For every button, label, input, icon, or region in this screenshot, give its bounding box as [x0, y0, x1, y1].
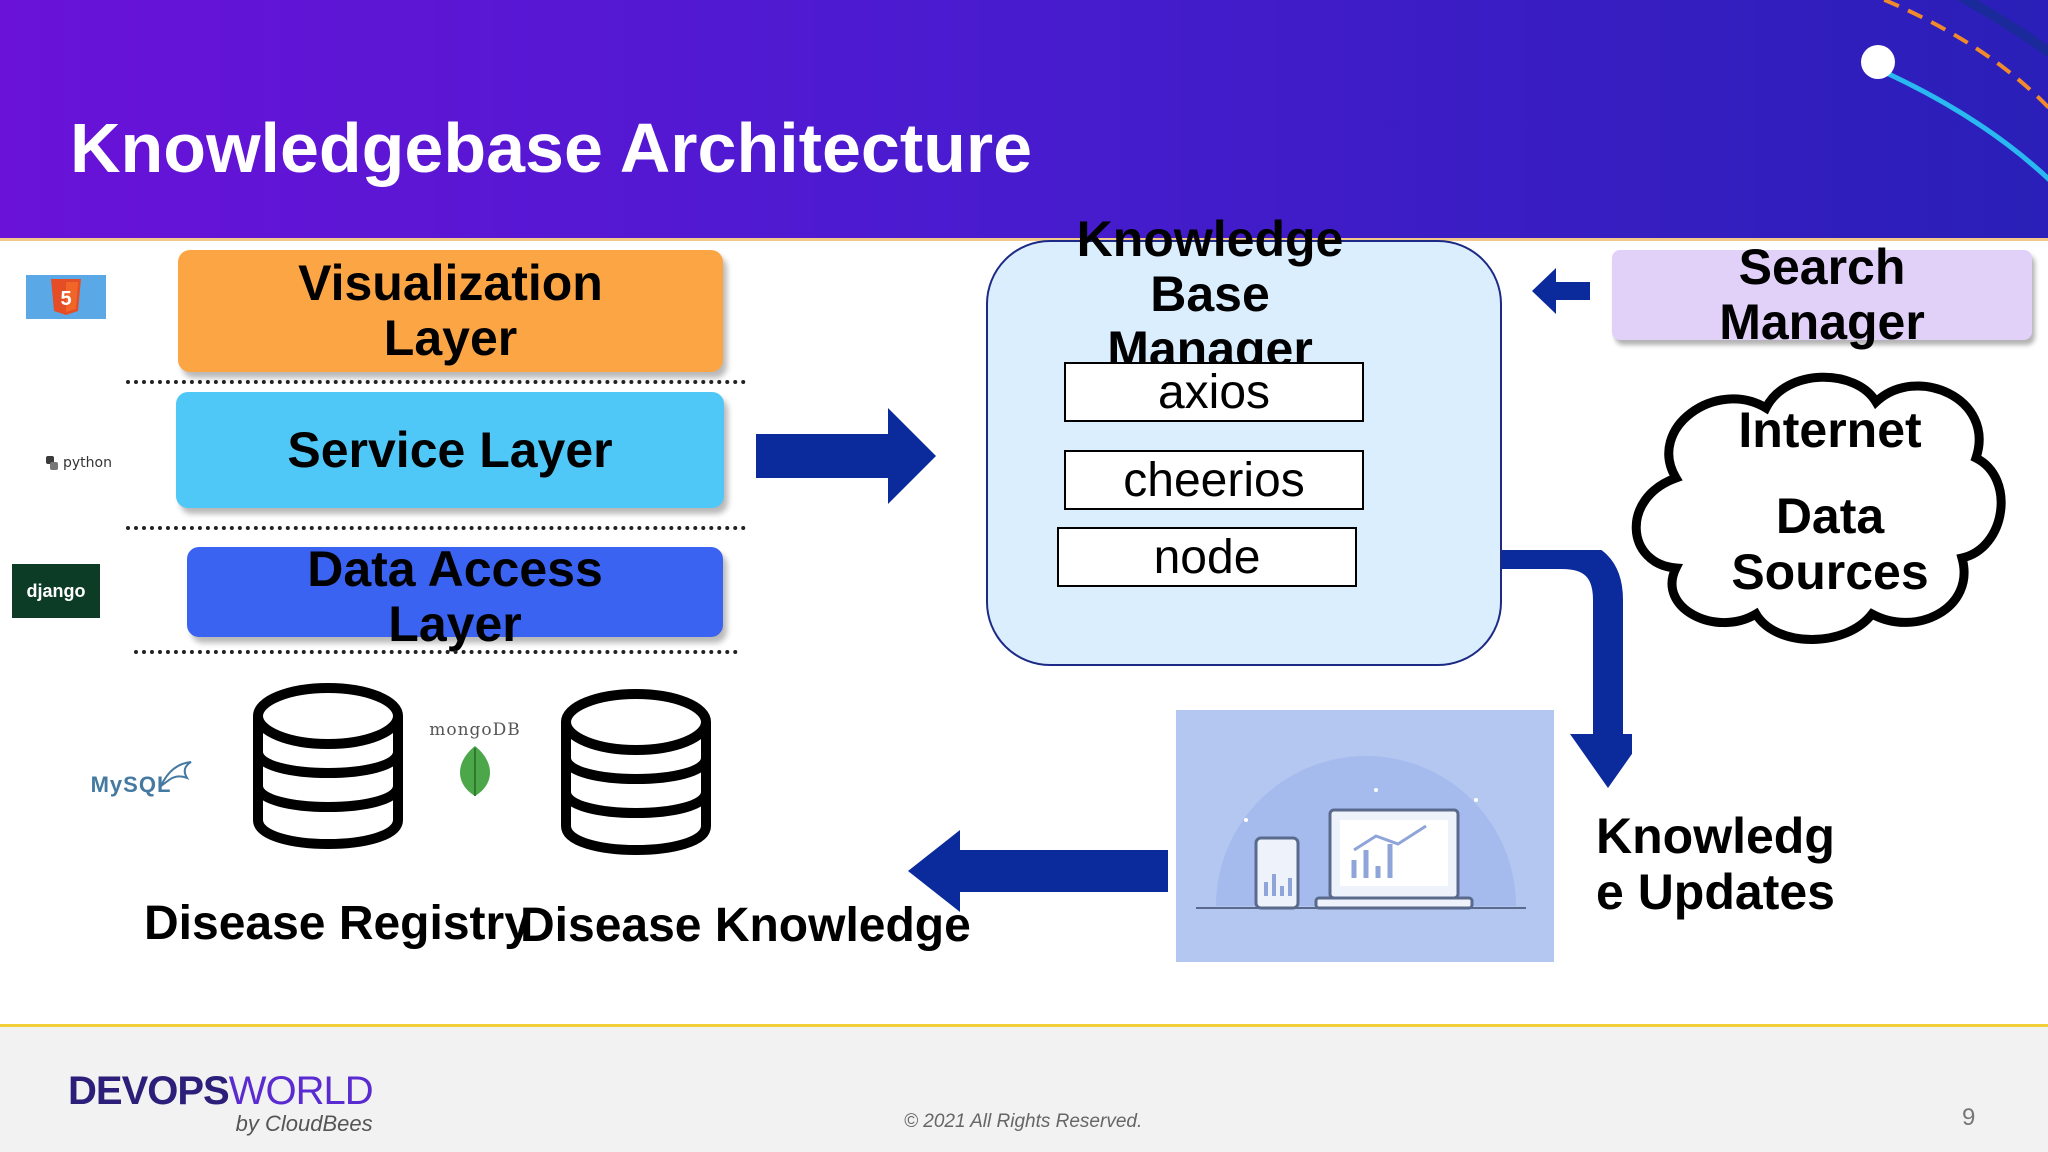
- knowledge-updates-label: Knowledg e Updates: [1596, 808, 1856, 920]
- data-access-layer-label-line2: Layer: [388, 596, 522, 652]
- visualization-layer-label-line2: Layer: [383, 310, 518, 366]
- service-layer-box: Service Layer: [176, 392, 724, 508]
- component-label: node: [1153, 530, 1261, 584]
- component-node: node: [1057, 527, 1357, 587]
- internet-label-line1: Internet: [1738, 402, 1922, 458]
- internet-label-line3: Sources: [1731, 544, 1929, 600]
- orbit-decoration-icon: [1861, 0, 2048, 182]
- layer-separator-dots: [126, 526, 746, 530]
- footer-divider: [0, 1024, 2048, 1027]
- component-axios: axios: [1064, 362, 1364, 422]
- html5-logo-text: 5: [60, 288, 71, 310]
- django-logo-icon: django: [12, 564, 100, 618]
- layer-separator-dots: [126, 380, 746, 384]
- mysql-logo-icon: MySQL: [84, 760, 204, 810]
- database-icon: [253, 683, 403, 849]
- knowledge-updates-line1: Knowledg: [1596, 808, 1835, 864]
- python-logo-text: python: [63, 455, 112, 471]
- copyright-text: © 2021 All Rights Reserved.: [904, 1111, 1143, 1132]
- header-divider: [0, 238, 2048, 241]
- slide-header: Knowledgebase Architecture: [0, 0, 2048, 238]
- disease-knowledge-caption: Disease Knowledge: [520, 899, 971, 952]
- arrow-right-icon: [756, 408, 936, 504]
- component-label: axios: [1157, 365, 1271, 419]
- mongodb-logo-text: mongoDB: [429, 720, 521, 740]
- visualization-layer-label-line1: Visualization: [298, 255, 603, 311]
- brand-devops-text: DEVOPS: [68, 1069, 230, 1113]
- component-cheerios: cheerios: [1064, 450, 1364, 510]
- page-number: 9: [1962, 1104, 1976, 1131]
- data-access-layer-label-line1: Data Access: [307, 541, 603, 597]
- bent-arrow-down-icon: [1502, 550, 1632, 788]
- arrow-left-icon: [908, 830, 1168, 912]
- cloud-icon: [1631, 372, 2006, 644]
- layer-separator-dots: [134, 650, 738, 654]
- brand-world-text: WORLD: [228, 1069, 374, 1113]
- slide-footer: [0, 1027, 2048, 1152]
- search-manager-label-line2: Manager: [1719, 294, 1925, 350]
- internet-data-sources-label: Internet Data Sources: [1680, 402, 1980, 600]
- search-manager-label-line1: Search: [1738, 239, 1906, 295]
- internet-label-line2: Data: [1775, 488, 1885, 544]
- mongodb-logo-icon: mongoDB: [408, 720, 542, 800]
- knowledge-updates-line2: e Updates: [1596, 864, 1835, 920]
- html5-logo-icon: 5: [26, 275, 106, 319]
- mysql-logo-text: MySQL: [90, 772, 172, 797]
- knowledge-base-manager-title: Knowledge Base Manager: [1076, 212, 1344, 370]
- component-label: cheerios: [1123, 453, 1305, 507]
- arrow-left-icon: [1532, 268, 1590, 314]
- disease-registry-caption: Disease Registry: [144, 897, 531, 950]
- django-logo-text: django: [26, 580, 86, 601]
- python-logo-icon: python: [40, 450, 116, 476]
- database-icon: [561, 689, 711, 855]
- devices-illustration: [1176, 710, 1554, 962]
- brand-subtitle: by CloudBees: [235, 1111, 373, 1136]
- page-title: Knowledgebase Architecture: [70, 109, 1033, 187]
- service-layer-label: Service Layer: [287, 421, 613, 478]
- brand-logo: DEVOPSWORLD by CloudBees: [68, 1069, 374, 1136]
